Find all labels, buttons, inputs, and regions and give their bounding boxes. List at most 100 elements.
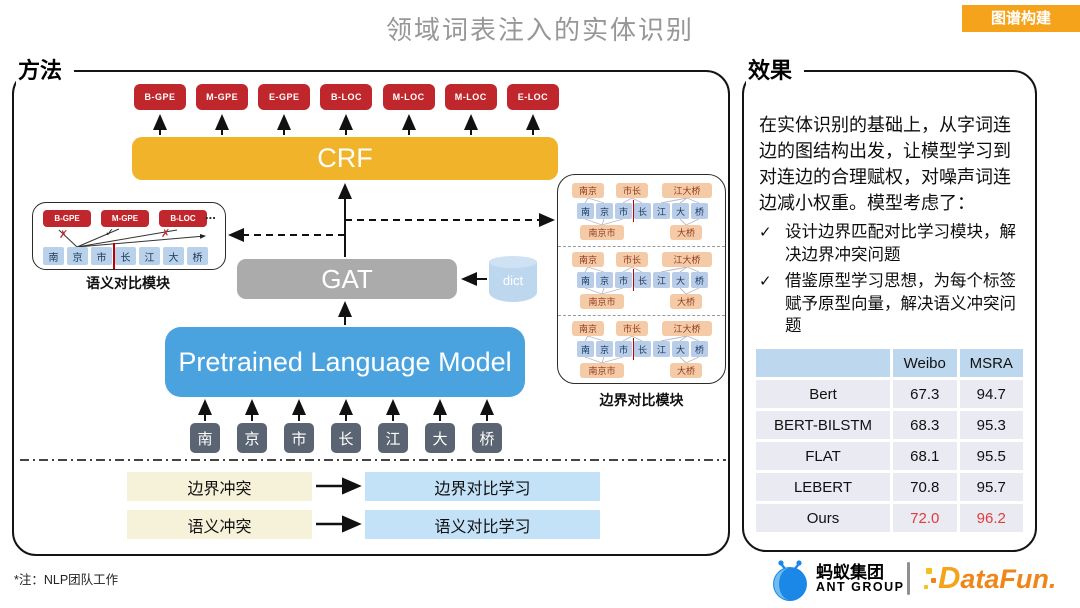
boundary-split-line <box>632 269 634 291</box>
datafun-initial: D <box>938 560 961 595</box>
char: 南 <box>577 341 594 357</box>
gat-block: GAT <box>237 259 457 299</box>
check-mark-icon: ✓ <box>759 272 772 290</box>
table-row: FLAT 68.1 95.5 <box>756 442 1023 470</box>
input-char: 京 <box>237 423 267 453</box>
model-name: BERT-BILSTM <box>756 411 890 439</box>
weibo-score: 68.1 <box>893 442 957 470</box>
results-table: Weibo MSRA Bert 67.3 94.7 BERT-BILSTM 68… <box>753 346 1026 535</box>
word-box: 南京 <box>572 252 604 267</box>
crf-block: CRF <box>132 137 558 180</box>
char: 大 <box>672 341 689 357</box>
weibo-score: 68.3 <box>893 411 957 439</box>
conflict-solution-box: 语义对比学习 <box>365 510 600 539</box>
boundary-split-line <box>113 243 115 269</box>
word-box: 市长 <box>616 252 648 267</box>
msra-score: 95.7 <box>959 473 1023 501</box>
word-box: 市长 <box>616 321 648 336</box>
word-box: 大桥 <box>670 225 702 240</box>
weibo-score: 67.3 <box>893 380 957 408</box>
table-header-row: Weibo MSRA <box>756 349 1023 377</box>
datafun-logo: DataFun. <box>938 560 1056 596</box>
word-box: 南京 <box>572 183 604 198</box>
word-box: 南京市 <box>580 225 624 240</box>
msra-score: 96.2 <box>959 504 1023 532</box>
ant-group-logo-icon <box>773 560 807 601</box>
char: 京 <box>596 203 613 219</box>
table-row: LEBERT 70.8 95.7 <box>756 473 1023 501</box>
check-mark-icon: ✓ <box>105 227 115 239</box>
table-row-ours: Ours 72.0 96.2 <box>756 504 1023 532</box>
entity-tag: B-LOC <box>159 210 207 227</box>
conflict-cause-box: 边界冲突 <box>127 472 312 501</box>
word-box: 江大桥 <box>662 321 712 336</box>
input-char: 长 <box>331 423 361 453</box>
header-msra: MSRA <box>959 349 1023 377</box>
dict-label: dict <box>502 273 524 288</box>
char: 南 <box>577 272 594 288</box>
msra-score: 94.7 <box>959 380 1023 408</box>
char: 桥 <box>691 203 708 219</box>
boundary-split-line <box>632 200 634 222</box>
ellipsis: ... <box>205 207 216 222</box>
effect-panel: 效果 在实体识别的基础上，从字词连边的图结构出发，让模型学习到对连边的合理赋权，… <box>742 56 1037 552</box>
conflict-solution-box: 边界对比学习 <box>365 472 600 501</box>
header-model <box>756 349 890 377</box>
char: 长 <box>634 272 651 288</box>
model-name: Ours <box>756 504 890 532</box>
char: 南 <box>43 247 64 265</box>
boundary-char-row: 南 京 市 长 江 大 桥 <box>577 341 708 357</box>
dict-cylinder: dict <box>489 256 537 302</box>
char: 长 <box>634 203 651 219</box>
word-box: 江大桥 <box>662 183 712 198</box>
input-char: 南 <box>190 423 220 453</box>
boundary-group: 南京 市长 江大桥 南 京 市 长 江 大 桥 南京市 大桥 <box>558 316 725 384</box>
char: 江 <box>653 203 670 219</box>
input-char: 江 <box>378 423 408 453</box>
word-box: 大桥 <box>670 294 702 309</box>
entity-tag: E-LOC <box>506 84 559 110</box>
table-row: Bert 67.3 94.7 <box>756 380 1023 408</box>
input-char: 大 <box>425 423 455 453</box>
effect-panel-label: 效果 <box>746 56 805 86</box>
section-divider <box>20 459 726 461</box>
datafun-dot <box>924 585 928 589</box>
datafun-dot <box>931 578 936 583</box>
msra-score: 95.3 <box>959 411 1023 439</box>
header-weibo: Weibo <box>893 349 957 377</box>
effect-description: 在实体识别的基础上，从字词连边的图结构出发，让模型学习到对连边的合理赋权，对噪声… <box>759 112 1023 338</box>
semantic-module-title: 语义对比模块 <box>86 275 170 291</box>
weibo-score: 70.8 <box>893 473 957 501</box>
datafun-dot <box>926 568 932 574</box>
entity-tag: B-GPE <box>43 210 91 227</box>
char: 京 <box>67 247 88 265</box>
boundary-char-row: 南 京 市 长 江 大 桥 <box>577 272 708 288</box>
input-char: 桥 <box>472 423 502 453</box>
entity-tag: M-GPE <box>101 210 149 227</box>
bullet-text: 借鉴原型学习思想，为每个标签赋予原型向量，解决语义冲突问题 <box>785 271 1016 336</box>
boundary-char-row: 南 京 市 长 江 大 桥 <box>577 203 708 219</box>
msra-score: 95.5 <box>959 442 1023 470</box>
char: 桥 <box>691 341 708 357</box>
char: 江 <box>653 272 670 288</box>
bullet-item: ✓ 借鉴原型学习思想，为每个标签赋予原型向量，解决语义冲突问题 <box>759 270 1023 338</box>
ant-group-name-cn: 蚂蚁集团 <box>816 563 884 582</box>
semantic-module-lines <box>58 228 206 248</box>
model-name: Bert <box>756 380 890 408</box>
char: 大 <box>163 247 184 265</box>
char: 桥 <box>187 247 208 265</box>
wrong-mark-icon: ✗ <box>161 228 171 240</box>
topic-badge: 图谱构建 <box>962 5 1080 32</box>
page-title: 领域词表注入的实体识别 <box>385 15 694 45</box>
entity-tag: E-GPE <box>258 84 311 110</box>
char: 市 <box>615 272 632 288</box>
char: 桥 <box>691 272 708 288</box>
method-panel: 方法 <box>12 56 730 556</box>
entity-tag: M-GPE <box>196 84 249 110</box>
char: 大 <box>672 203 689 219</box>
ant-group-name-en: ANT GROUP <box>816 580 905 594</box>
boundary-contrast-module: 南京 市长 江大桥 南 京 市 长 江 大 桥 南京市 大桥 <box>557 174 726 384</box>
word-box: 江大桥 <box>662 252 712 267</box>
word-box: 南京市 <box>580 363 624 378</box>
boundary-group: 南京 市长 江大桥 南 京 市 长 江 大 桥 南京市 大桥 <box>558 247 725 316</box>
